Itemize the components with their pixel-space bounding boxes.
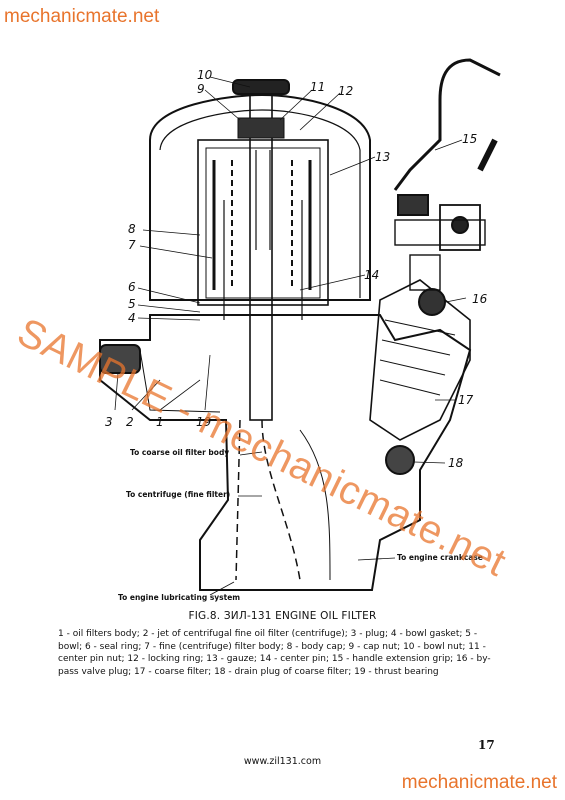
part-number-16: 16: [472, 292, 488, 306]
part-number-18: 18: [448, 456, 464, 470]
callout-centrifuge: To centrifuge (fine filter): [126, 490, 231, 499]
callout-lubricating-system: To engine lubricating system: [118, 593, 241, 602]
part-number-2: 2: [126, 415, 134, 429]
bypass-valve-plug: [418, 288, 446, 316]
part-number-9: 9: [197, 82, 205, 96]
part-number-1: 1: [156, 415, 164, 429]
callout-coarse-filter-body: To coarse oil filter body: [130, 448, 230, 457]
part-number-14: 14: [364, 268, 380, 282]
plug-3: [99, 344, 141, 374]
figure-caption: FIG.8. ЗИЛ-131 ENGINE OIL FILTER: [188, 610, 377, 622]
callout-crankcase: To engine crankcase: [397, 553, 483, 562]
site-url: www.zil131.com: [243, 756, 322, 767]
part-number-3: 3: [105, 415, 113, 429]
bowl-outline: [197, 139, 329, 306]
part-number-15: 15: [462, 132, 478, 146]
page-number: 17: [478, 738, 495, 752]
site-logo-top: mechanicmate.net: [4, 6, 160, 27]
part-number-11: 11: [310, 80, 326, 94]
handle-extension-grip: [393, 58, 501, 191]
coarse-filter-outline: [369, 279, 471, 441]
part-number-10: 10: [197, 68, 213, 82]
part-number-17: 17: [458, 393, 474, 407]
part-number-7: 7: [128, 238, 136, 252]
figure-legend: 1 - oil filters body; 2 - jet of centrif…: [58, 629, 491, 677]
body-cap-outline: [149, 93, 371, 301]
part-number-8: 8: [128, 222, 136, 236]
oil-filter-drawing: [99, 58, 501, 596]
part-number-6: 6: [128, 280, 136, 294]
drain-plug: [385, 445, 415, 475]
site-logo-bottom: mechanicmate.net: [401, 772, 557, 793]
part-number-19: 19: [196, 415, 212, 429]
filter-base-outline: [99, 314, 472, 591]
part-number-5: 5: [128, 297, 136, 311]
part-number-4: 4: [128, 311, 136, 325]
part-number-12: 12: [338, 84, 354, 98]
part-number-13: 13: [375, 150, 391, 164]
